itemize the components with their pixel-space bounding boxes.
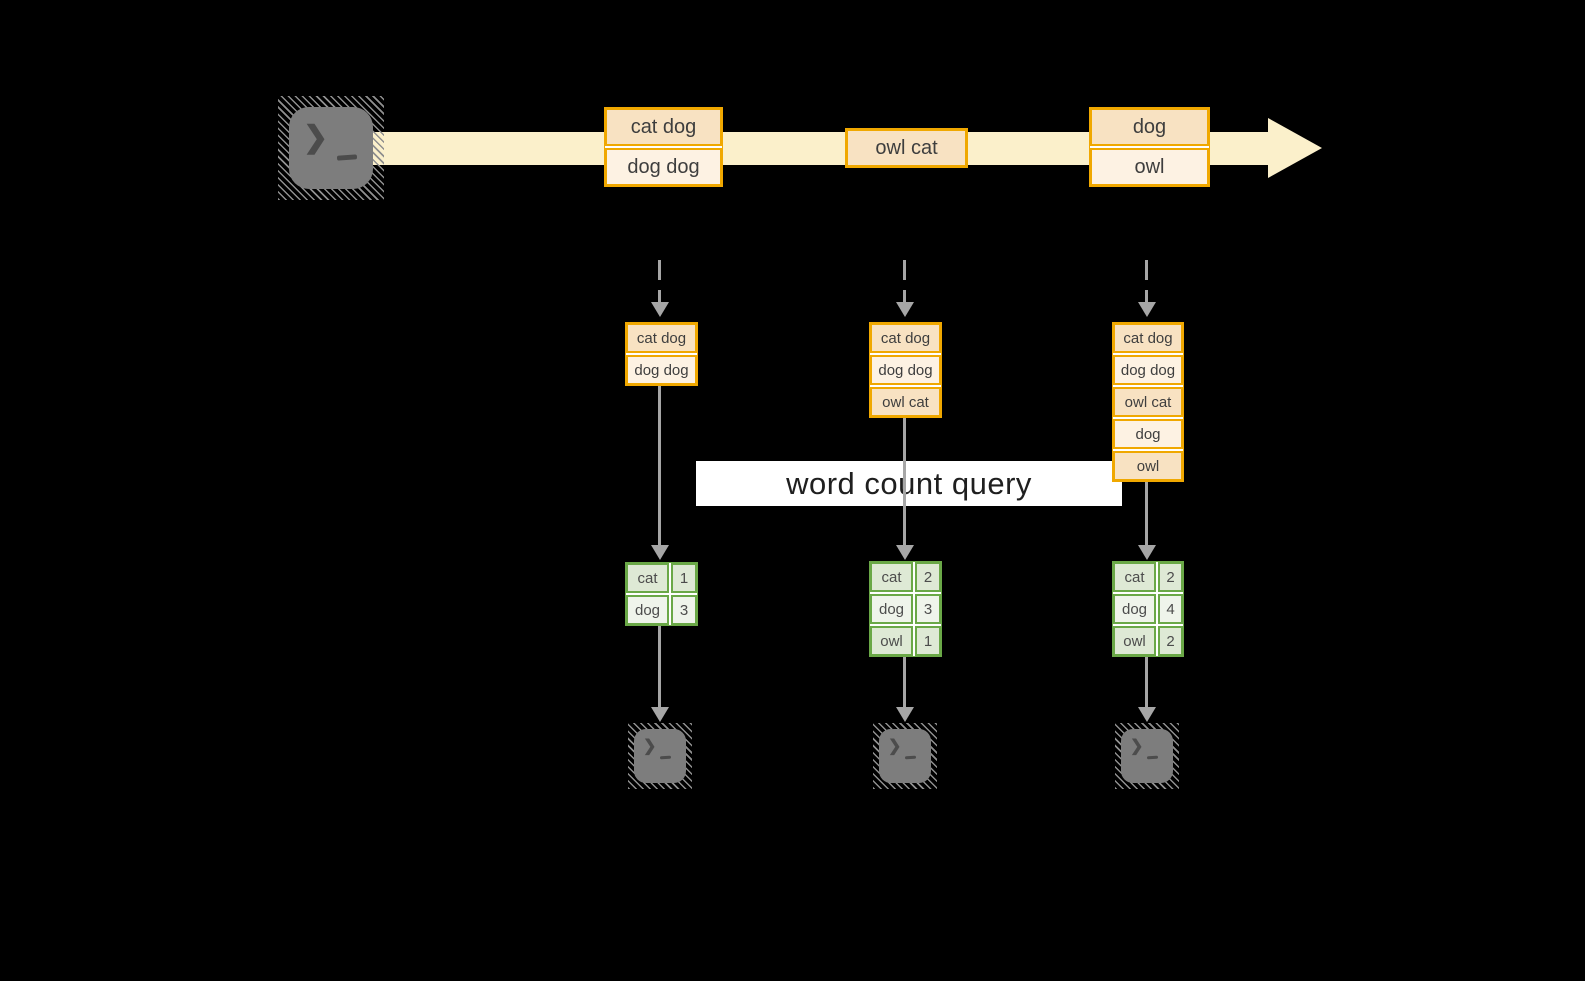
terminal-cursor-icon (1146, 755, 1159, 760)
count-table-3: cat 2 dog 4 owl 2 (1112, 561, 1184, 657)
terminal-body: ❯ (634, 729, 686, 783)
buffer-row: dog (1113, 419, 1183, 449)
down-arrow-icon (1145, 657, 1148, 707)
message-line: owl (1090, 148, 1209, 186)
terminal-body: ❯ (289, 107, 373, 189)
count-word: owl (870, 626, 913, 656)
message-line: cat dog (605, 108, 722, 146)
dashed-arrow-icon (903, 260, 906, 302)
terminal-cursor-icon (659, 755, 672, 760)
stream-arrowhead-icon (1268, 118, 1322, 178)
buffer-row: cat dog (1113, 323, 1183, 353)
count-value: 4 (1158, 594, 1183, 624)
dashed-arrow-icon (658, 260, 661, 302)
buffer-stack-3: cat dog dog dog owl cat dog owl (1112, 322, 1184, 482)
terminal-body: ❯ (879, 729, 931, 783)
count-value: 2 (1158, 562, 1183, 592)
terminal-prompt-icon: ❯ (643, 738, 657, 755)
terminal-body: ❯ (1121, 729, 1173, 783)
stream-message-3: dog owl (1089, 107, 1210, 187)
sink-terminal-icon: ❯ (1115, 723, 1179, 789)
count-value: 2 (1158, 626, 1183, 656)
dashed-arrow-icon (1145, 260, 1148, 302)
count-value: 3 (915, 594, 941, 624)
count-word: cat (1113, 562, 1156, 592)
message-line: dog dog (605, 148, 722, 186)
buffer-row: cat dog (626, 323, 697, 353)
count-word: dog (870, 594, 913, 624)
buffer-stack-1: cat dog dog dog (625, 322, 698, 386)
count-value: 1 (671, 563, 697, 593)
buffer-row: cat dog (870, 323, 941, 353)
stream-message-2: owl cat (845, 128, 968, 168)
down-arrow-icon (658, 386, 661, 545)
query-label: word count query (696, 461, 1122, 506)
sink-terminal-icon: ❯ (873, 723, 937, 789)
buffer-row: owl cat (870, 387, 941, 417)
stream-message-1: cat dog dog dog (604, 107, 723, 187)
buffer-row: dog dog (870, 355, 941, 385)
count-word: dog (1113, 594, 1156, 624)
terminal-prompt-icon: ❯ (1130, 738, 1144, 755)
terminal-cursor-icon (336, 154, 358, 161)
count-table-1: cat 1 dog 3 (625, 562, 698, 626)
sink-terminal-icon: ❯ (628, 723, 692, 789)
count-word: cat (626, 563, 669, 593)
message-line: dog (1090, 108, 1209, 146)
source-terminal-icon: ❯ (278, 96, 384, 200)
terminal-prompt-icon: ❯ (303, 121, 329, 154)
count-word: owl (1113, 626, 1156, 656)
count-value: 2 (915, 562, 941, 592)
terminal-prompt-icon: ❯ (888, 738, 902, 755)
buffer-row: dog dog (626, 355, 697, 385)
count-table-2: cat 2 dog 3 owl 1 (869, 561, 942, 657)
count-value: 3 (671, 595, 697, 625)
count-value: 1 (915, 626, 941, 656)
down-arrow-icon (903, 657, 906, 707)
count-word: cat (870, 562, 913, 592)
buffer-stack-2: cat dog dog dog owl cat (869, 322, 942, 418)
message-line: owl cat (846, 129, 967, 167)
terminal-cursor-icon (904, 755, 917, 760)
buffer-row: dog dog (1113, 355, 1183, 385)
buffer-row: owl (1113, 451, 1183, 481)
down-arrow-icon (658, 626, 661, 707)
buffer-row: owl cat (1113, 387, 1183, 417)
down-arrow-icon (903, 418, 906, 545)
down-arrow-icon (1145, 482, 1148, 545)
count-word: dog (626, 595, 669, 625)
